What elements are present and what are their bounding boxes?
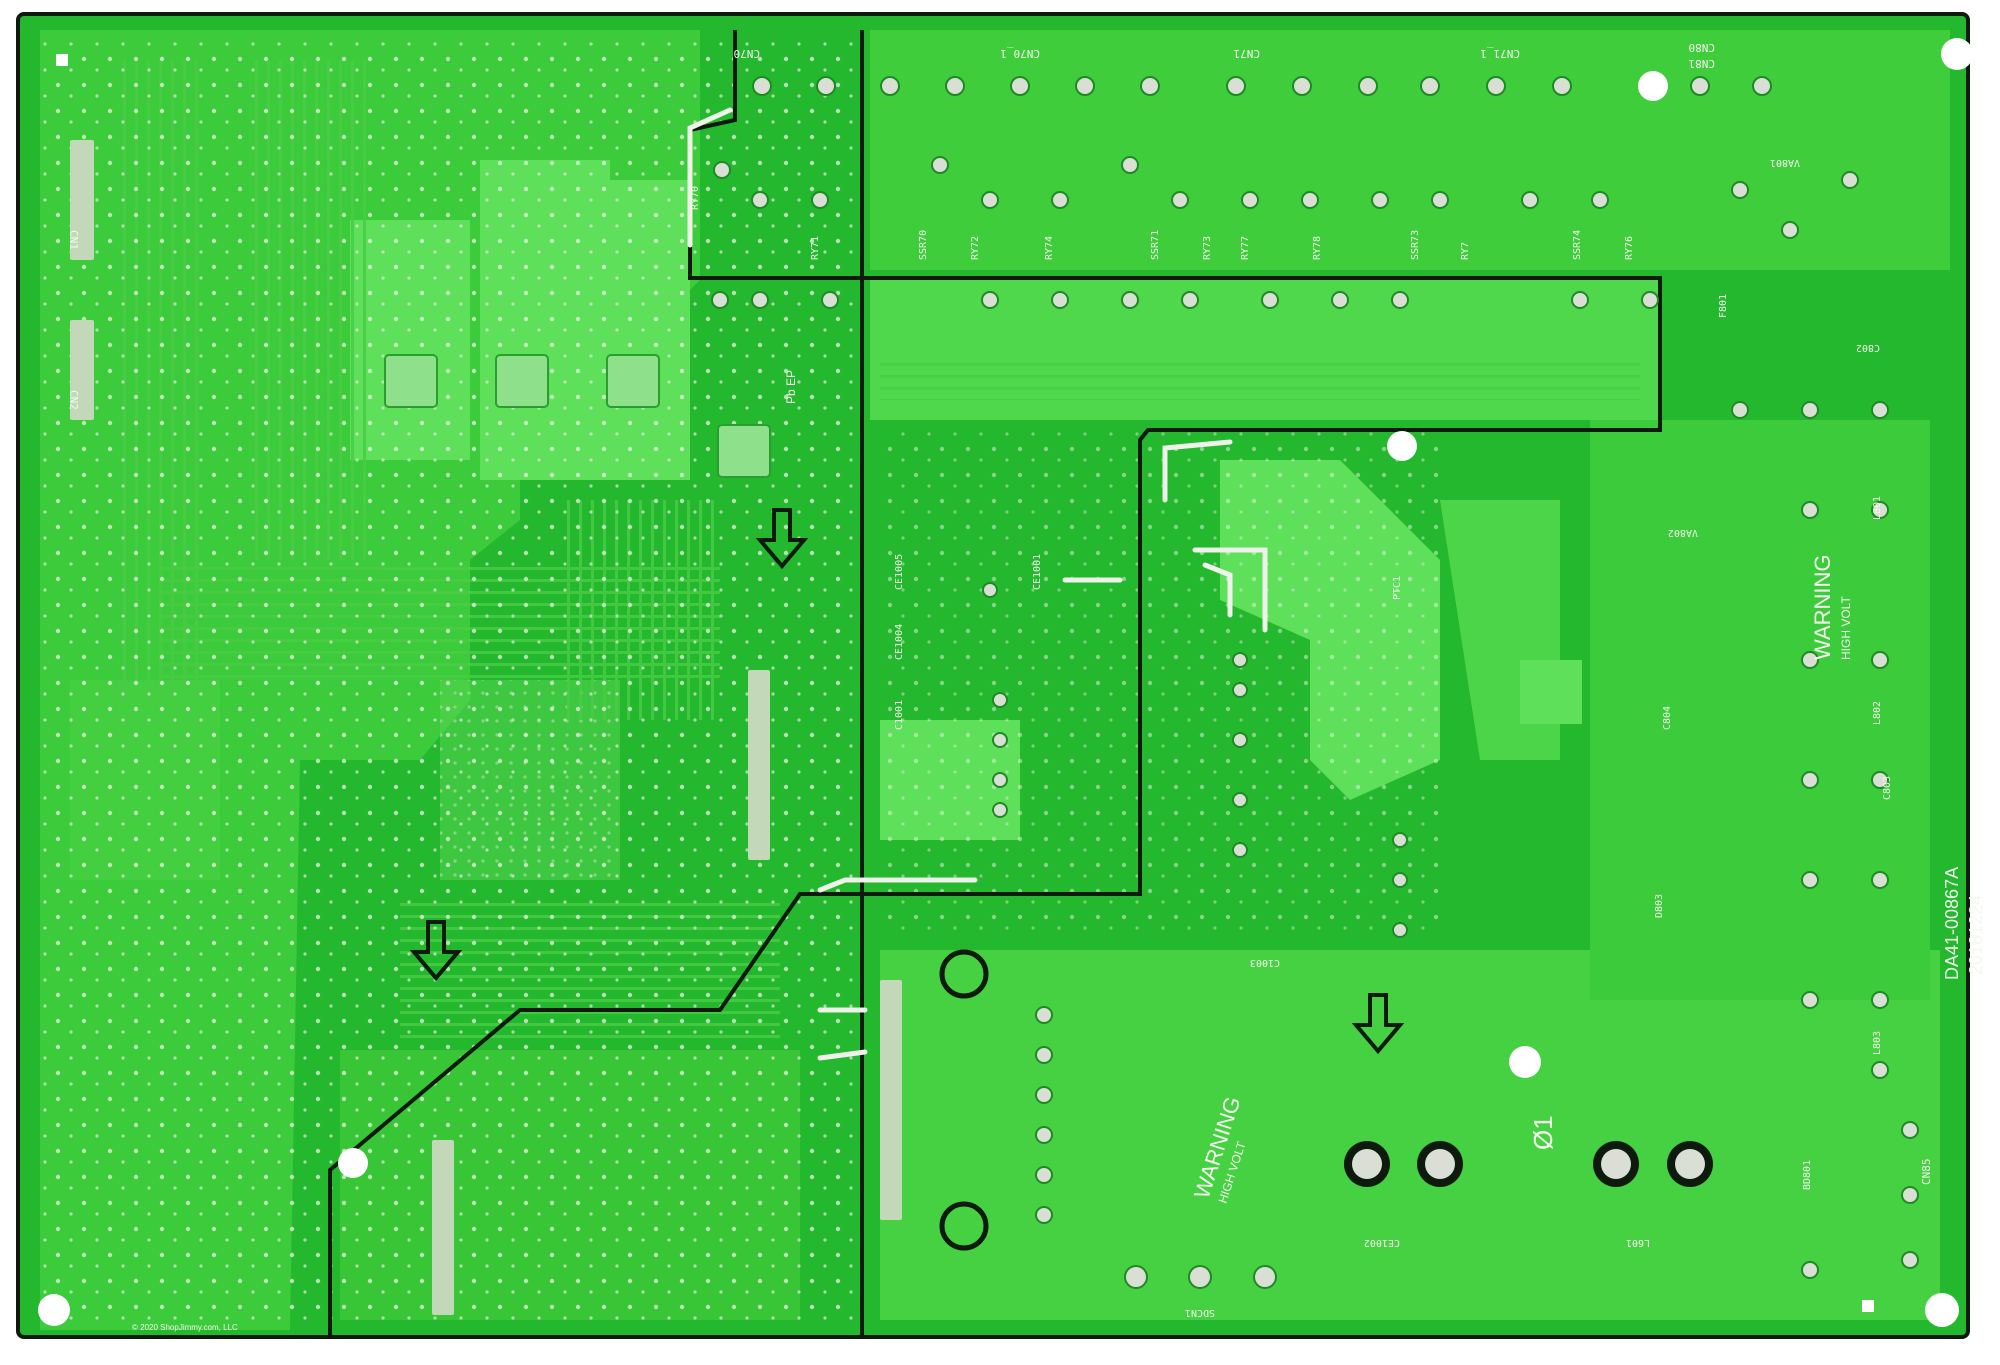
component-label: SDCN1 bbox=[1185, 1307, 1215, 1318]
component-label: L801 bbox=[1872, 496, 1883, 520]
via-field-left bbox=[40, 40, 860, 1320]
pb-mark: Pb EP bbox=[784, 370, 798, 404]
component-label: RY77 bbox=[1240, 236, 1251, 260]
component-label: C804 bbox=[1662, 706, 1673, 730]
mounting-holes bbox=[38, 38, 1973, 1327]
direction-arrows bbox=[409, 508, 1405, 1055]
connector-label: CN70 bbox=[734, 47, 761, 60]
component-label: VA802 bbox=[1668, 527, 1698, 538]
component-label: L601 bbox=[1626, 1237, 1650, 1248]
ic-pin-rows bbox=[70, 140, 902, 1315]
connector-label: CN80 bbox=[1689, 41, 1716, 54]
jumper-wires bbox=[687, 107, 1268, 1061]
thermal-pads bbox=[384, 354, 771, 478]
isolation-boundaries bbox=[328, 30, 1662, 1335]
component-label: C1003 bbox=[1250, 957, 1280, 968]
large-pads bbox=[939, 949, 1713, 1251]
component-label: RY72 bbox=[970, 236, 981, 260]
component-label: C1001 bbox=[894, 700, 905, 730]
phi-marking: Ø1 bbox=[1528, 1115, 1558, 1150]
component-label: VA801 bbox=[1770, 157, 1800, 168]
component-label: CE1004 bbox=[894, 624, 905, 660]
component-label: PTC1 bbox=[1392, 576, 1403, 600]
component-label: CE1001 bbox=[1032, 554, 1043, 590]
part-number: DA41-00867A bbox=[1942, 867, 1962, 980]
connector-label: CN70_1 bbox=[1000, 47, 1040, 60]
component-label: L803 bbox=[1872, 1031, 1883, 1055]
component-label: CE1002 bbox=[1364, 1237, 1400, 1248]
fiducials bbox=[56, 54, 1874, 1312]
component-label: L802 bbox=[1872, 701, 1883, 725]
via-field-right bbox=[880, 430, 1440, 930]
component-label: RY70 bbox=[690, 186, 701, 210]
component-label: RY74 bbox=[1044, 236, 1055, 260]
component-label: SSR71 bbox=[1150, 230, 1161, 260]
component-label: SSR73 bbox=[1410, 230, 1421, 260]
component-label: RY76 bbox=[1624, 236, 1635, 260]
component-label: SSR70 bbox=[918, 230, 929, 260]
connector-label: CN71 bbox=[1234, 47, 1261, 60]
component-label: SSR74 bbox=[1572, 230, 1583, 260]
copyright-notice: © 2020 ShopJimmy.com, LLC bbox=[132, 1323, 238, 1332]
component-label: C802 bbox=[1856, 342, 1880, 353]
warning-title-right: WARNING bbox=[1810, 554, 1835, 660]
component-label: F801 bbox=[1718, 294, 1729, 318]
warning-sub-right: HIGH VOLT bbox=[1839, 596, 1853, 660]
component-label: RY78 bbox=[1312, 236, 1323, 260]
connector-label: CN85 bbox=[1920, 1159, 1933, 1186]
component-label: RY71 bbox=[810, 236, 821, 260]
connector-label: CN81 bbox=[1689, 57, 1716, 70]
date-code: 20181224 bbox=[1966, 895, 1986, 975]
connector-label: CN71_1 bbox=[1480, 47, 1520, 60]
component-label: RY73 bbox=[1202, 236, 1213, 260]
through-hole-pads bbox=[711, 76, 1919, 1289]
component-label: RY7 bbox=[1460, 242, 1471, 260]
component-label: BD801 bbox=[1802, 1160, 1813, 1190]
connector-label: CN1 bbox=[67, 230, 80, 250]
connector-label: CN2 bbox=[67, 390, 80, 410]
component-label: CE1005 bbox=[894, 554, 905, 590]
component-label: D803 bbox=[1654, 894, 1665, 918]
component-label: C803 bbox=[1882, 776, 1893, 800]
